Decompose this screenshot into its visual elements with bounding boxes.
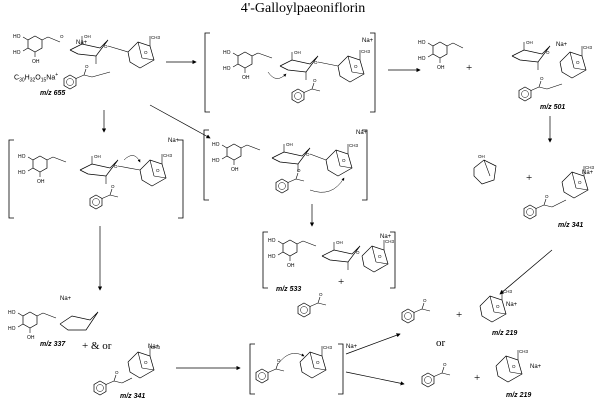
structure-501 bbox=[511, 39, 593, 102]
na-label-655: Na+ bbox=[76, 40, 88, 46]
plus-sign-3: + bbox=[338, 276, 345, 288]
structure-533 bbox=[262, 231, 396, 289]
label-mz337: m/z 337 bbox=[40, 341, 66, 348]
structure-341-left bbox=[93, 344, 161, 396]
structure-intermediate-3 bbox=[203, 129, 368, 201]
na-label-int2: Na+ bbox=[168, 138, 180, 144]
na-label-int1: Na+ bbox=[362, 38, 374, 44]
na-label-219-bottom: Na+ bbox=[530, 364, 542, 370]
plus-sign-4: + bbox=[456, 309, 463, 321]
na-label-341-left: Na+ bbox=[148, 344, 160, 350]
na-label-int3: Na+ bbox=[356, 130, 368, 136]
na-label-int4: Na+ bbox=[346, 344, 358, 350]
arrow-int4-to-219a bbox=[345, 333, 401, 355]
label-mz219-bottom: m/z 219 bbox=[506, 392, 532, 399]
na-label-219-top: Na+ bbox=[506, 302, 518, 308]
structure-benzoic-acid-2 bbox=[421, 361, 451, 388]
page-title: 4'-Galloylpaeoniflorin bbox=[240, 1, 366, 16]
plus-sign-2: + bbox=[526, 172, 533, 184]
svg-text:O: O bbox=[60, 34, 64, 39]
na-label-533: Na+ bbox=[380, 234, 392, 240]
or-text: or bbox=[436, 337, 446, 349]
arrow-int4-to-219b bbox=[345, 371, 405, 386]
structure-benzoic-acid-center bbox=[297, 291, 327, 318]
plus-sign-5: + bbox=[474, 372, 481, 384]
plus-and-or: + & or bbox=[82, 340, 112, 352]
na-label-501: Na+ bbox=[556, 42, 568, 48]
molecular-formula: C30H32O15Na+ bbox=[14, 72, 59, 84]
na-label-337: Na+ bbox=[60, 296, 72, 302]
structure-intermediate-1 bbox=[204, 32, 376, 113]
structure-intermediate-2 bbox=[8, 139, 184, 219]
structure-intermediate-4 bbox=[249, 343, 344, 395]
label-mz655: m/z 655 bbox=[40, 90, 66, 97]
structure-337 bbox=[7, 309, 99, 342]
structure-benzoic-acid-1 bbox=[401, 297, 431, 324]
label-mz341-left: m/z 341 bbox=[120, 393, 146, 400]
structure-655: O bbox=[12, 33, 161, 90]
structure-219-bottom bbox=[495, 348, 529, 383]
arrow-655-to-int3 bbox=[149, 104, 211, 139]
label-mz219-top: m/z 219 bbox=[492, 330, 518, 337]
label-mz533: m/z 533 bbox=[276, 286, 302, 293]
label-mz501: m/z 501 bbox=[540, 104, 566, 111]
arrow-341-to-219 bbox=[499, 249, 553, 295]
structure-sugar-fragment: OH bbox=[473, 154, 497, 185]
structure-341-right bbox=[523, 164, 595, 220]
svg-text:OH: OH bbox=[478, 154, 485, 159]
plus-sign-1: + bbox=[466, 62, 473, 74]
na-label-341-right: Na+ bbox=[582, 170, 594, 176]
label-mz341-right: m/z 341 bbox=[558, 222, 584, 229]
structure-gallic-fragment bbox=[417, 39, 464, 72]
